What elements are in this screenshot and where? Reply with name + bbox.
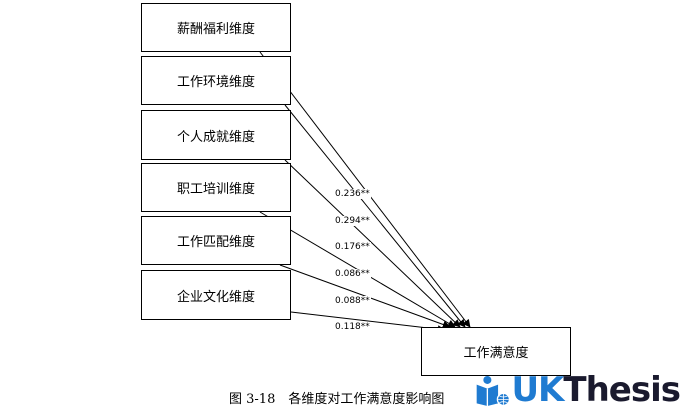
predictor-label: 薪酬福利维度 (176, 22, 255, 37)
arrow-environment (284, 104, 466, 328)
predictor-label: 工作环境维度 (176, 75, 255, 90)
predictor-box-training: 职工培训维度 (141, 163, 291, 212)
watermark-thesis: Thesis (563, 370, 681, 410)
predictor-box-match: 工作匹配维度 (141, 216, 291, 265)
coefficient-label: 0.086** (334, 269, 371, 279)
watermark-uk: UK (511, 370, 564, 410)
arrow-culture (290, 311, 446, 334)
predictor-label: 个人成就维度 (176, 129, 255, 145)
book-globe-icon (476, 375, 511, 407)
outcome-box: 工作满意度 (421, 327, 571, 376)
coefficient-label: 0.118** (334, 322, 371, 332)
predictor-box-environment: 工作环境维度 (141, 56, 291, 105)
predictor-box-salary: 薪酬福利维度 (141, 3, 291, 52)
predictor-box-achievement: 个人成就维度 (141, 110, 291, 160)
predictor-label: 工作匹配维度 (176, 235, 255, 250)
coefficient-label: 0.088** (334, 296, 371, 306)
predictor-label: 职工培训维度 (176, 182, 255, 197)
coefficient-label: 0.236** (334, 189, 371, 199)
arrow-achievement (284, 159, 461, 328)
watermark-logo: UKThesis (474, 366, 681, 414)
watermark-text: UKThesis (511, 370, 681, 410)
coefficient-label: 0.294** (334, 216, 371, 226)
predictor-label: 企业文化维度 (176, 289, 255, 305)
outcome-label: 工作满意度 (463, 346, 529, 361)
coefficient-label: 0.176** (334, 242, 371, 252)
figure-caption: 图 3-18 各维度对工作满意度影响图 (229, 392, 445, 407)
predictor-box-culture: 企业文化维度 (141, 270, 291, 320)
